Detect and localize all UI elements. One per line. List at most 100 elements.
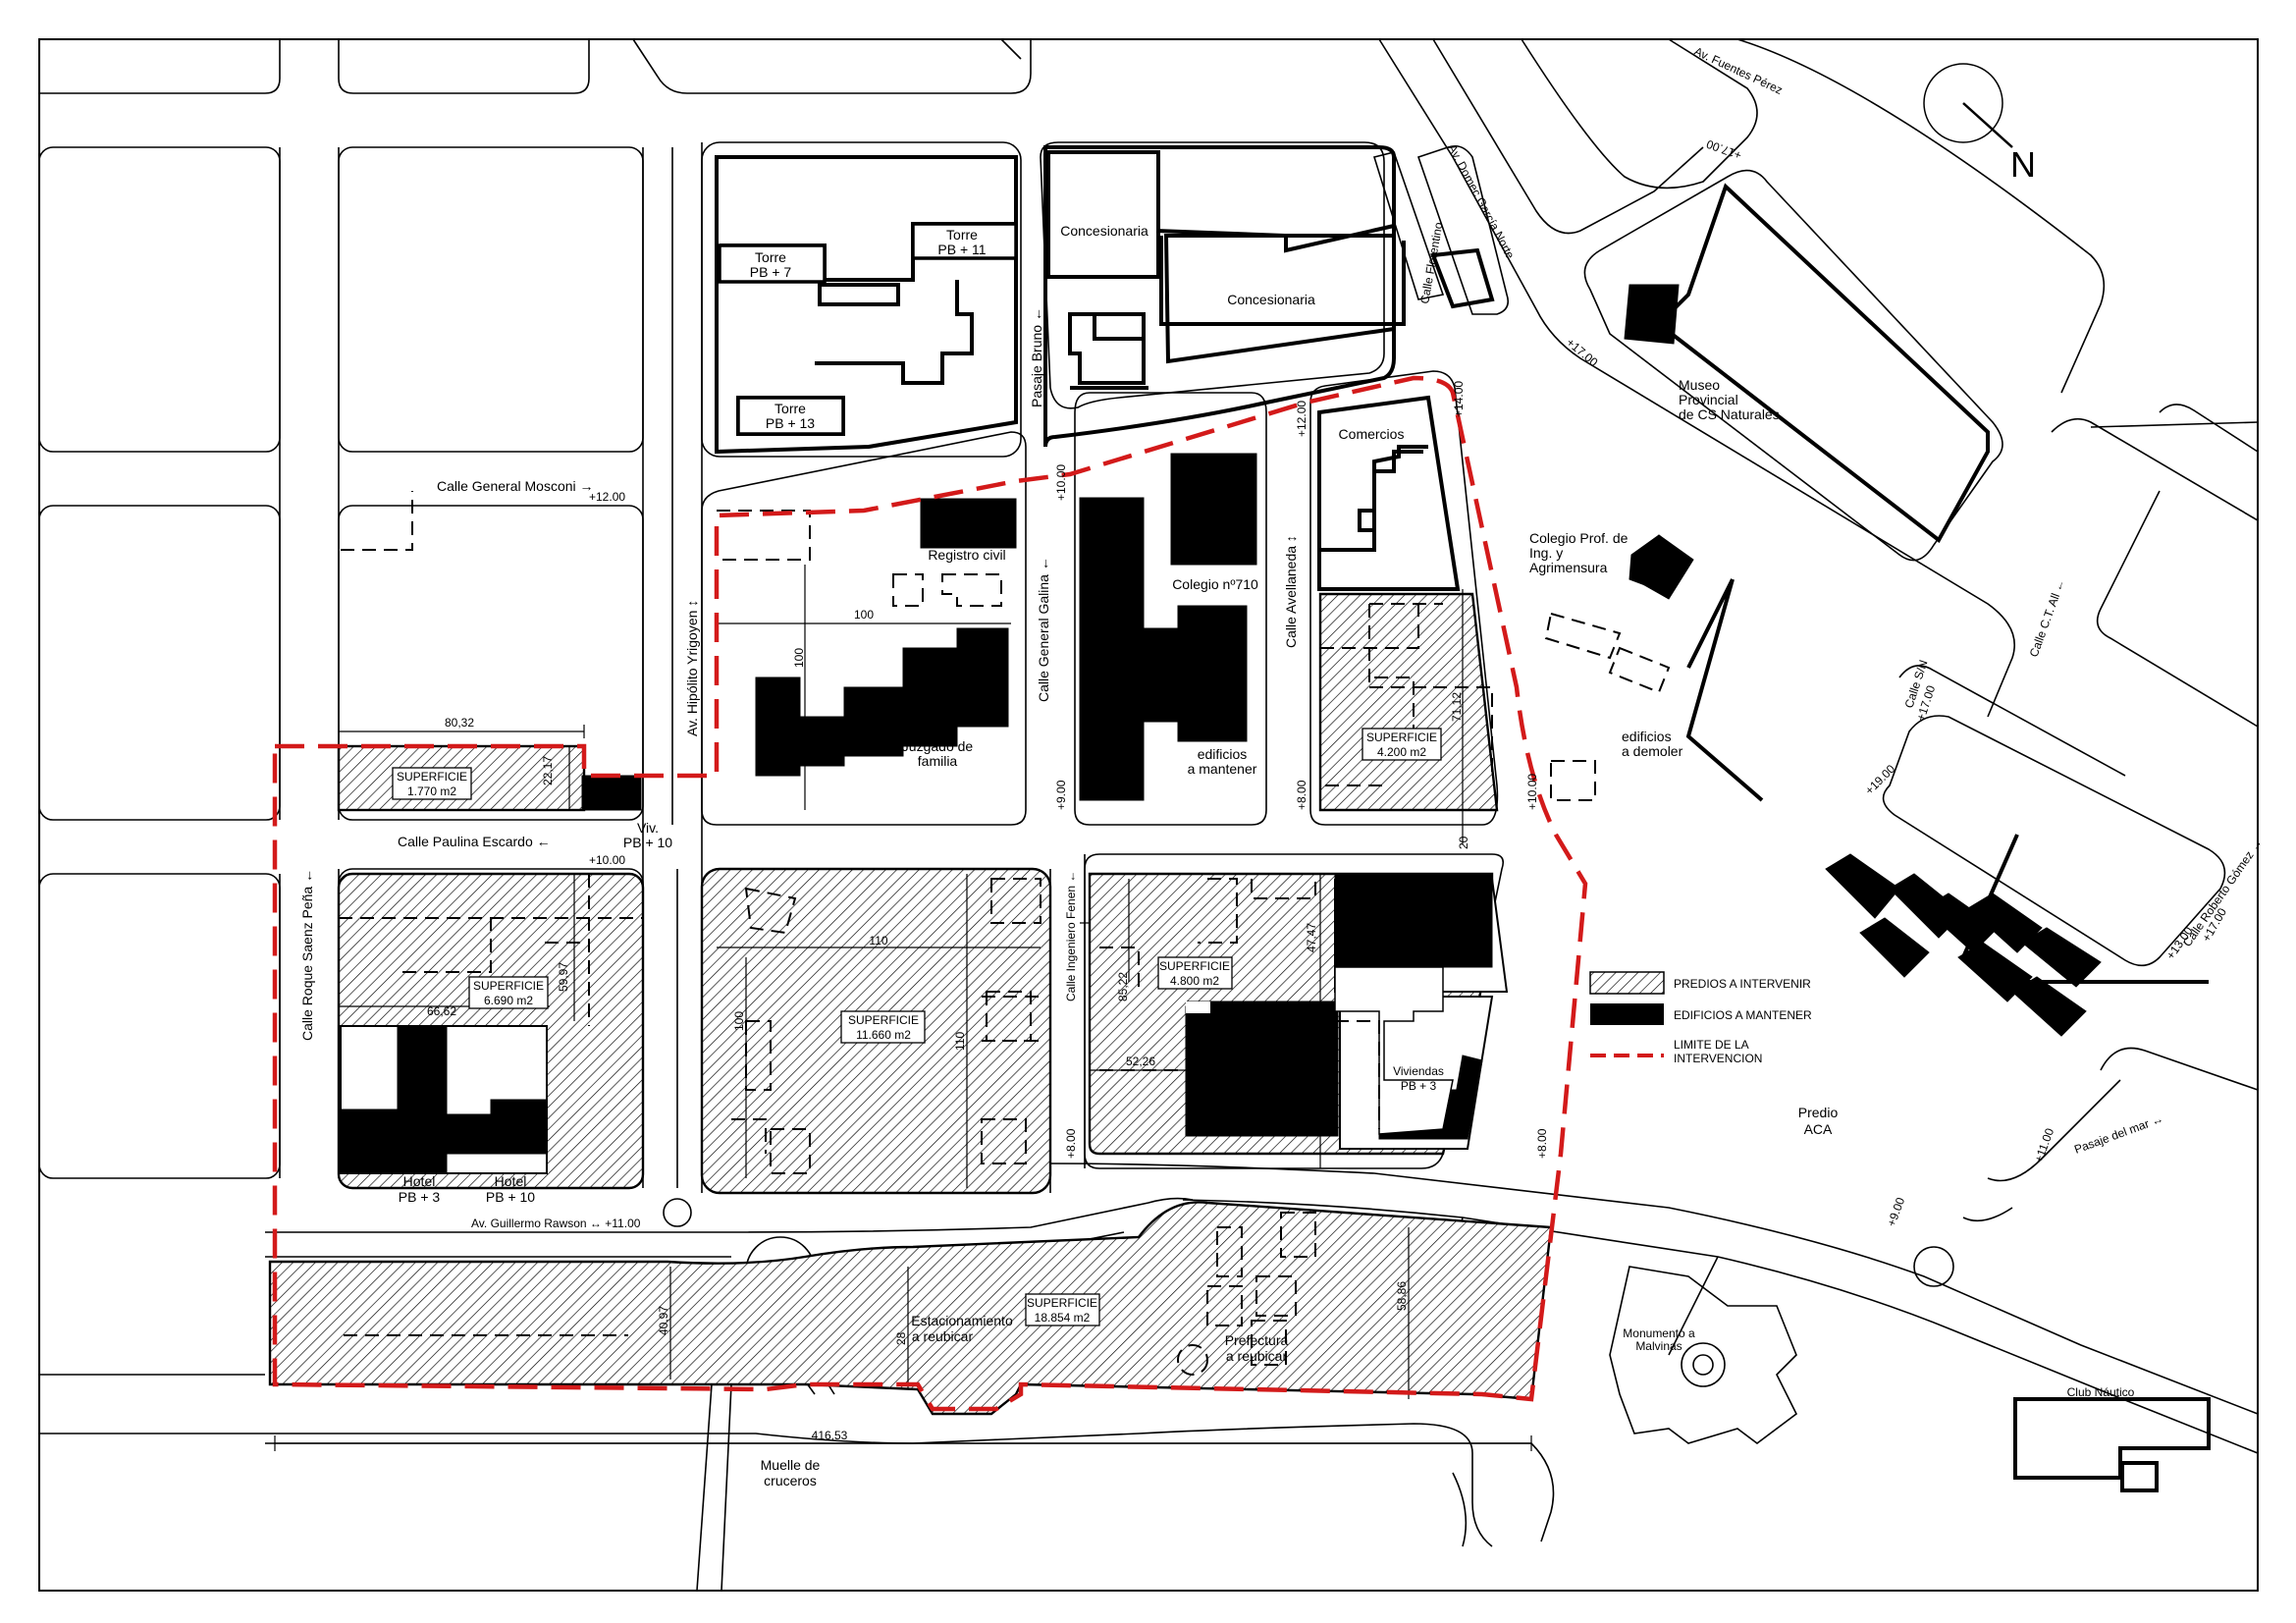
street-fuentes: Av. Fuentes Pérez [1692,44,1785,97]
level-8b: +8.00 [1064,1128,1078,1159]
torre-7-floors: PB + 7 [750,264,792,280]
torre-7-name: Torre [755,249,786,265]
street-rawson: Av. Guillermo Rawson ↔ +11.00 [471,1217,641,1230]
surface-2-title: SUPERFICIE [1366,730,1437,744]
level-10b: +10.00 [1054,464,1068,501]
surface-4-title: SUPERFICIE [848,1013,919,1027]
dim-59: 59,97 [557,962,570,992]
north-label: N [2010,144,2036,185]
comercios-label: Comercios [1339,426,1405,442]
dim-85: 85,22 [1116,972,1130,1001]
level-17a: +17.00 [1704,136,1743,162]
colegio-prof-label-3: Agrimensura [1529,560,1608,575]
street-escardo: Calle Paulina Escardo ← [398,834,551,849]
torre-13-name: Torre [774,401,806,416]
torre-13-floors: PB + 13 [766,415,815,431]
prefectura-label-1: Prefectura [1225,1332,1289,1348]
dim-47: 47,47 [1305,923,1318,952]
museo-label-1: Museo [1679,377,1720,393]
level-17b: +17.00 [1564,336,1601,370]
edificios-mantener-label-1: edificios [1198,746,1248,762]
dim-40: 40,97 [657,1306,670,1335]
colegio-prof-label-1: Colegio Prof. de [1529,530,1629,546]
surface-3-title: SUPERFICIE [473,979,544,993]
predio-aca-label-2: ACA [1804,1121,1833,1137]
dim-52: 52,26 [1126,1055,1155,1068]
dim-100c: 100 [732,1011,746,1031]
registro-civil-label: Registro civil [928,547,1005,563]
predio-aca-label-1: Predio [1798,1105,1839,1120]
surface-6-title: SUPERFICIE [1027,1296,1097,1310]
dim-100a: 100 [854,608,874,622]
legend-limite-1: LIMITE DE LA [1674,1038,1749,1052]
surface-2-value: 4.200 m2 [1377,745,1426,759]
monumento-label-1: Monumento a [1623,1326,1695,1340]
dim-110b: 110 [953,1032,967,1051]
surface-5-title: SUPERFICIE [1159,959,1230,973]
level-9: +9.00 [1054,780,1068,810]
level-14: +14.00 [1452,381,1466,417]
level-9b: +9.00 [1885,1195,1908,1228]
dim-22: 22,17 [541,756,555,785]
surface-5-value: 4.800 m2 [1170,974,1219,988]
dimension-lines [274,565,1532,1451]
prefectura-label-2: a reubicar [1226,1348,1288,1364]
estacionamiento-label-2: a reubicar [912,1328,974,1344]
map-frame [38,38,2259,1592]
juzgado-label-1: Juzgado de [902,738,974,754]
street-ct-all: Calle C.T. All ← [2027,577,2068,659]
legend-edificios: EDIFICIOS A MANTENER [1674,1008,1812,1022]
street-grid [38,38,2259,1592]
hotel-b-label-2: PB + 10 [486,1189,535,1205]
hotel-b-label-1: Hotel [495,1173,527,1189]
viviendas-label-1: Viviendas [1393,1064,1444,1078]
legend-swatch-edificios [1590,1003,1664,1025]
north-arrow: N [1923,63,2036,185]
legend-predios: PREDIOS A INTERVENIR [1674,977,1811,991]
street-galina: Calle General Galina ← [1036,557,1051,702]
dim-20: 20 [1457,836,1470,849]
surface-4-value: 11.660 m2 [856,1028,911,1042]
level-19: +19.00 [1862,762,1897,797]
muelle-label-2: cruceros [764,1473,817,1488]
surface-1-title: SUPERFICIE [397,770,467,784]
concesionaria-1-label: Concesionaria [1060,223,1148,239]
level-10c: +10.00 [1525,774,1539,810]
dim-58: 58,86 [1395,1281,1409,1311]
hotel-a-label-1: Hotel [403,1173,436,1189]
dim-28: 28 [894,1331,908,1345]
street-saenz-pena: Calle Roque Saenz Peña ← [299,869,315,1041]
intervention-limit [272,375,1588,1412]
level-12a: +12.00 [589,490,625,504]
street-pasaje-mar: Pasaje del mar ↔ [2072,1111,2164,1157]
surface-labels: SUPERFICIE 1.770 m2 SUPERFICIE 4.200 m2 … [392,728,1442,1326]
level-12b: +12.00 [1295,401,1308,437]
street-yrigoyen: Av. Hipólito Yrigoyen ↕ [684,600,700,736]
comercio-label: Comercio [1200,1114,1258,1130]
viv-label-2: PB + 10 [623,835,672,850]
level-10a: +10.00 [589,853,625,867]
edificios-demoler-label-2: a demoler [1622,743,1683,759]
dim-100b: 100 [792,648,806,668]
viviendas-label-2: PB + 3 [1401,1079,1437,1093]
torre-11-floors: PB + 11 [937,242,986,257]
colegio-710-label: Colegio nº710 [1172,576,1258,592]
estacionamiento-label-1: Estacionamiento [911,1313,1013,1328]
juzgado-label-2: familia [918,753,958,769]
dim-71: 71,12 [1450,692,1464,722]
dim-66: 66,62 [427,1004,456,1018]
museo-label-2: Provincial [1679,392,1738,407]
street-fenen: Calle Ingeniero Fenen ← [1064,871,1078,1001]
level-8c: +8.00 [1535,1128,1549,1159]
hotel-c-label-2: PB + 3 [1403,952,1445,968]
viv-label-1: Viv. [637,820,659,836]
colegio-prof-label-2: Ing. y [1529,545,1563,561]
edificios-mantener-label-2: a mantener [1188,761,1257,777]
surface-6-value: 18.854 m2 [1035,1311,1091,1325]
monumento-label-2: Malvinas [1635,1339,1682,1353]
dim-416: 416,53 [812,1429,848,1442]
surface-1-value: 1.770 m2 [407,784,456,798]
museo-label-3: de CS Naturales [1679,406,1780,422]
club-nautico-label: Club Náutico [2067,1385,2135,1399]
